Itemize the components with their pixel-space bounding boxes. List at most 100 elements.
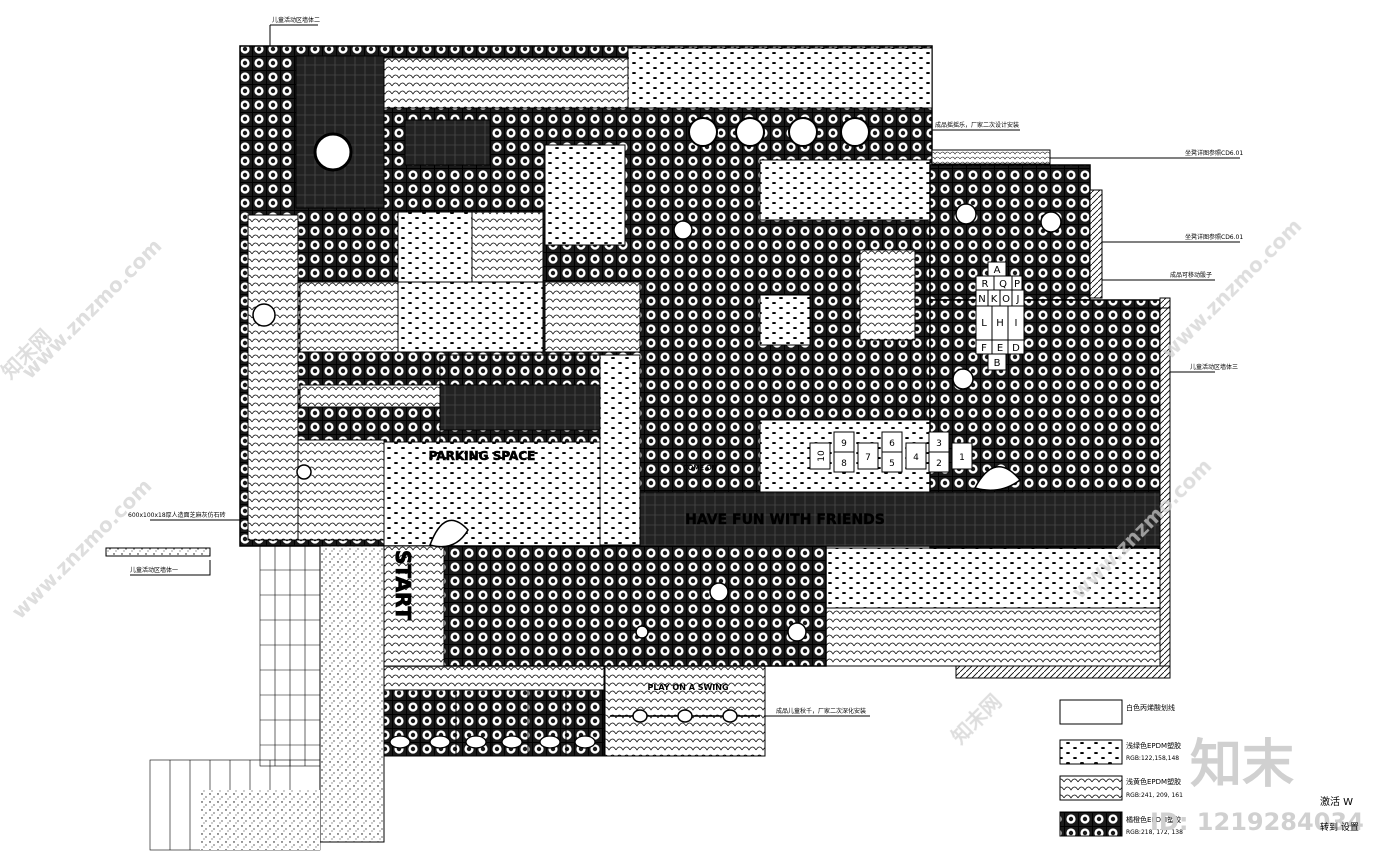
legend-swatch-green xyxy=(1059,739,1123,765)
hop-letter: E xyxy=(997,343,1003,354)
yellow-zone xyxy=(383,57,629,109)
watermark-id: ID: 1219284034 xyxy=(1150,808,1364,836)
hop-letter: A xyxy=(994,265,1001,276)
fun-band xyxy=(639,491,1161,547)
leaf-icon xyxy=(429,466,1022,548)
num-label: 1 xyxy=(959,453,965,463)
parking-text: PARKING SPACE xyxy=(429,449,536,463)
legend-swatch-white xyxy=(1059,699,1123,725)
number-labels: 10 9 8 7 6 5 4 3 2 1 xyxy=(817,439,965,469)
yellow-zone xyxy=(297,439,385,541)
start-text: START xyxy=(391,550,415,620)
green-zone xyxy=(383,441,601,547)
paver-speckle xyxy=(200,790,320,850)
hop-letter: Q xyxy=(999,279,1007,290)
hop-letter: F xyxy=(981,343,987,354)
start-lane xyxy=(383,545,445,667)
yellow-zone xyxy=(825,607,1163,667)
legend-rgb: RGB:122,158,148 xyxy=(1126,755,1179,762)
watermark-logo: 知末 xyxy=(1190,735,1294,795)
yellow-zone xyxy=(299,281,399,353)
green-zone xyxy=(397,281,544,353)
legend-rgb: RGB:241, 209, 161 xyxy=(1126,792,1183,799)
yellow-zone xyxy=(383,665,605,691)
swing-bay-dividers xyxy=(419,690,567,756)
swing-text: PLAY ON A SWING xyxy=(647,683,728,692)
paver-label: 600x100x18厚人造面芝麻灰仿石砖 xyxy=(128,511,226,519)
green-zone xyxy=(544,144,626,246)
swing-seat-icons xyxy=(610,709,760,723)
leader-lines xyxy=(130,24,1240,717)
num-label: 9 xyxy=(841,439,847,449)
num-label: 10 xyxy=(817,450,827,462)
hop-letter: J xyxy=(1016,294,1020,305)
have-fun-text: HAVE FUN WITH FRIENDS xyxy=(685,512,885,528)
yellow-zone xyxy=(471,211,544,283)
hop-letter: N xyxy=(978,294,985,305)
parking-band xyxy=(439,384,601,431)
dense-block xyxy=(295,55,385,209)
wall-one-swatch xyxy=(105,547,211,557)
dice-label: 成品可移动骰子 xyxy=(1170,271,1212,279)
watermark-brand: 知末网 xyxy=(947,689,1006,748)
num-label: 8 xyxy=(841,459,847,469)
wall-two-label: 儿童活动区墙体二 xyxy=(272,16,320,24)
wall-one-label: 儿童活动区墙体一 xyxy=(130,566,178,574)
yellow-zone xyxy=(859,249,916,341)
swing-install-label: 成品儿童秋千，厂家二次深化安装 xyxy=(776,707,866,715)
num-label: 3 xyxy=(936,439,942,449)
green-zone xyxy=(627,47,933,109)
num-label: 7 xyxy=(865,453,871,463)
hop-letter: O xyxy=(1002,294,1010,305)
hop-letter: L xyxy=(981,318,987,329)
hop-letter: B xyxy=(994,358,1001,369)
come-on-text: COME ON xyxy=(683,464,717,472)
legend-name: 浅绿色EPDM塑胶 xyxy=(1126,741,1181,750)
num-label: 2 xyxy=(936,459,942,469)
swing-factory-label: 成品摇摇乐，厂家二次设计安装 xyxy=(935,121,1019,129)
detail-label-b: 坐凳详图参照CD6.01 xyxy=(1185,233,1243,241)
play-equipment-icons xyxy=(688,117,870,147)
hop-letter: P xyxy=(1014,279,1020,290)
dark-pad xyxy=(404,119,491,166)
settings-text: 转到 设置 xyxy=(1320,821,1359,833)
letter-hopscotch: A R Q P N K O J L H I F E D B xyxy=(975,261,1025,371)
num-label: 6 xyxy=(889,439,895,449)
legend-rgb: RGB:218, 172, 138 xyxy=(1126,829,1183,836)
num-label: 4 xyxy=(913,453,919,463)
green-zone xyxy=(825,547,1163,609)
right-wall-band-top xyxy=(1089,189,1103,299)
legend-name: 白色丙烯酸划线 xyxy=(1126,703,1175,712)
hop-letter: H xyxy=(996,318,1004,329)
legend-swatch-orange xyxy=(1059,811,1123,837)
top-wall-strip xyxy=(931,149,1051,165)
paver-walk xyxy=(319,545,385,843)
green-zone xyxy=(759,294,811,346)
hop-letter: R xyxy=(982,279,989,290)
legend-name: 橘橙色EPDM塑胶 xyxy=(1126,815,1181,824)
lower-surface xyxy=(383,545,827,667)
swing-bays xyxy=(383,689,605,757)
bottom-wall-strip xyxy=(955,665,1171,679)
legend-swatch-yellow xyxy=(1059,775,1123,801)
green-zone xyxy=(599,354,641,546)
legend: 白色丙烯酸划线 浅绿色EPDM塑胶 RGB:122,158,148 浅黄色EPD… xyxy=(1059,699,1183,837)
watermark-site: www.znzmo.com xyxy=(17,234,167,384)
num-label: 5 xyxy=(889,459,895,469)
hop-letter: K xyxy=(991,294,998,305)
wall-three-label: 儿童活动区墙体三 xyxy=(1190,363,1238,371)
legend-name: 浅黄色EPDM塑胶 xyxy=(1126,777,1181,786)
hop-letter: I xyxy=(1015,318,1018,329)
detail-label-a: 坐凳详图参照CD6.01 xyxy=(1185,149,1243,157)
green-zone xyxy=(759,159,931,221)
yellow-zone xyxy=(299,384,441,408)
round-table-icon xyxy=(313,132,353,172)
spring-rider-icons xyxy=(389,735,596,749)
yellow-zone xyxy=(544,281,641,353)
hop-letter: D xyxy=(1012,343,1020,354)
yellow-zone xyxy=(247,214,299,541)
stepping-stones xyxy=(252,203,1062,642)
activate-text: 激活 W xyxy=(1320,795,1353,808)
number-hopscotch xyxy=(809,431,973,473)
